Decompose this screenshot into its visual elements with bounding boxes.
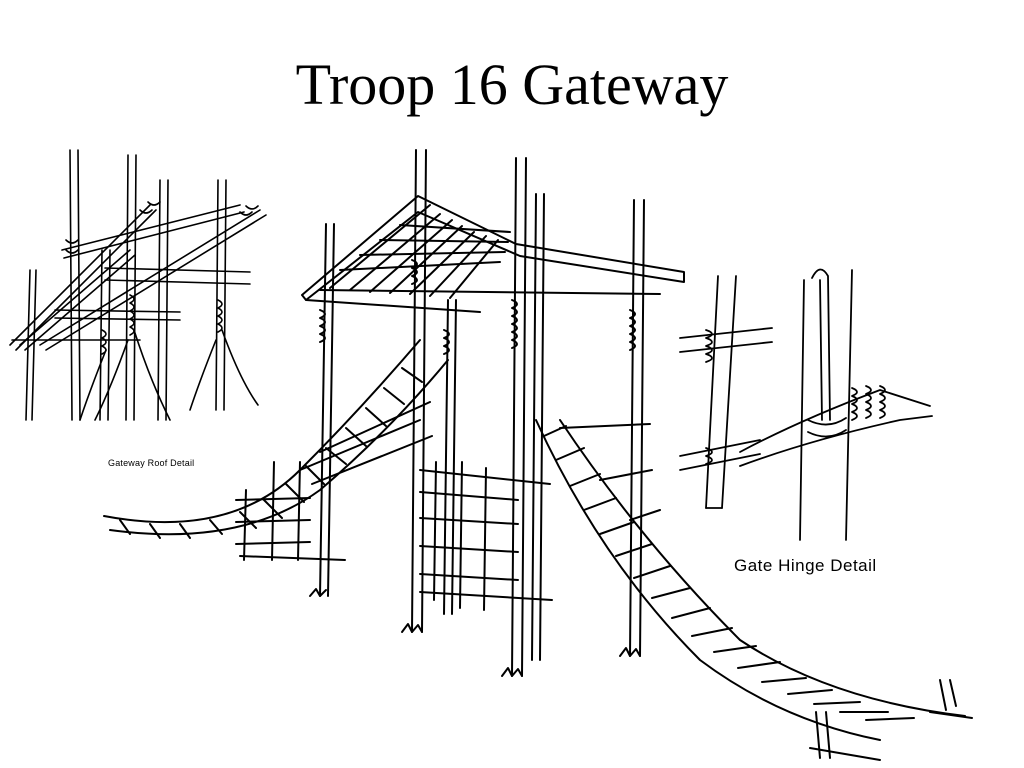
left-ramp bbox=[103, 339, 449, 561]
hinge-detail-sketch bbox=[679, 268, 933, 541]
gateway-illustration bbox=[9, 149, 973, 761]
gateway-tower bbox=[301, 149, 685, 677]
roof-detail-sketch bbox=[9, 149, 267, 421]
slide-title: Troop 16 Gateway bbox=[295, 52, 729, 117]
center-ladder bbox=[419, 461, 553, 611]
right-ramp bbox=[535, 419, 973, 761]
roof-detail-label: Gateway Roof Detail bbox=[108, 458, 195, 468]
hinge-detail-label: Gate Hinge Detail bbox=[734, 556, 877, 575]
